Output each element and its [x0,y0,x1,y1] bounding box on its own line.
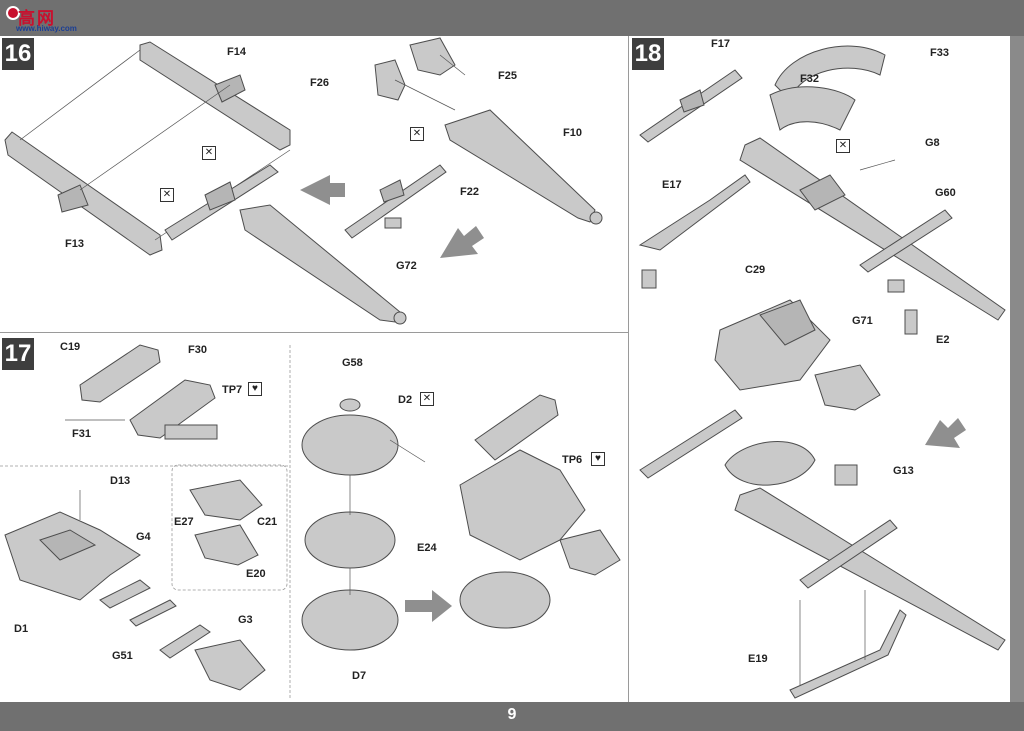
label-f17: F17 [711,38,730,50]
g51-part [129,599,177,627]
glue-cross-icon: ✕ [420,392,434,406]
label-d2: D2 [398,394,413,406]
label-f25: F25 [498,70,517,82]
watermark-url: www.hiway.com [16,24,77,33]
label-e19: E19 [748,653,768,665]
step-18-badge: 18 [632,38,664,70]
label-e27: E27 [174,516,194,528]
assembled-disc [459,571,551,629]
c19-part [79,344,161,403]
f26-bracket [374,59,406,101]
glue-cross-icon: ✕ [160,188,174,202]
label-e2: E2 [936,334,950,346]
label-f32: F32 [800,73,819,85]
e24-disc [304,511,396,569]
bottom-bar [0,702,1024,731]
watermark-chars: 高网 [18,9,56,29]
label-f33: F33 [930,47,949,59]
label-g13: G13 [893,465,914,477]
axle [739,137,1006,321]
f33-ring [774,45,886,101]
glue-cross-icon: ✕ [836,139,850,153]
page-edge [1010,36,1024,702]
label-f31: F31 [72,428,91,440]
step-17-badge: 17 [2,338,34,370]
label-d13: D13 [110,475,131,487]
leaf-spring-right [859,209,953,273]
label-f13: F13 [65,238,84,250]
assembled-ring [724,441,816,486]
step18-arrow-down [925,418,966,448]
e19-strut [789,609,907,699]
step17-arrow-right [405,590,452,622]
step16-arrow-down [440,226,484,258]
label-tp7: TP7 [222,384,243,396]
paint-heart-icon: ♥ [591,452,605,466]
label-g8: G8 [925,137,940,149]
assembled-mount [459,449,586,561]
e20-fork [194,524,259,566]
panel-divider-vertical [628,36,629,702]
assembled-axle [734,487,1006,651]
label-g58: G58 [342,357,363,369]
label-e17: E17 [662,179,682,191]
c29-part [641,269,657,289]
label-e20: E20 [246,568,266,580]
f14-trail-arm [139,41,291,151]
g58-disc [301,414,399,476]
glue-cross-icon: ✕ [202,146,216,160]
label-f30: F30 [188,344,207,356]
label-f26: F26 [310,77,329,89]
label-c19: C19 [60,341,81,353]
watermark-badge-icon [6,6,20,20]
page-number: 9 [507,706,517,723]
top-bar [0,0,1024,36]
g71-part [887,279,905,293]
label-g71: G71 [852,315,873,327]
label-tp6: TP6 [562,454,583,466]
g72-part [384,217,402,229]
label-f14: F14 [227,46,246,58]
label-f10: F10 [563,127,582,139]
assembled-leaf-spring [639,409,743,479]
tp7-part [164,424,218,440]
trail-leg-lower [239,204,401,323]
d7-base [301,589,399,651]
fork-part [194,639,266,691]
watermark-logo: 高网 www.hiway.com [6,4,77,34]
label-c29: C29 [745,264,766,276]
f22-leaf-spring [344,164,447,239]
glue-cross-icon: ✕ [410,127,424,141]
g3-part [159,624,211,659]
label-f22: F22 [460,186,479,198]
label-g4: G4 [136,531,151,543]
paint-heart-icon: ♥ [248,382,262,396]
assembled-bracket [474,394,559,461]
assembled-spring-right [799,519,898,589]
e2-part [904,309,918,335]
e17-strut [638,174,751,251]
label-g3: G3 [238,614,253,626]
label-c21: C21 [257,516,278,528]
f10-trail-leg [444,109,596,223]
label-g60: G60 [935,187,956,199]
label-e24: E24 [417,542,437,554]
f25-bracket [409,37,456,76]
step16-arrow-left [300,175,345,205]
label-d1: D1 [14,623,29,635]
step-16-badge: 16 [2,38,34,70]
label-g51: G51 [112,650,133,662]
g4-part [99,579,151,609]
label-g72: G72 [396,260,417,272]
panel-divider-horizontal [0,332,628,333]
e27-fork [189,479,263,521]
g13-part [834,464,858,486]
f32-ring [769,86,856,131]
label-d7: D7 [352,670,367,682]
d1-mount [4,511,141,601]
f30-part [129,379,216,439]
